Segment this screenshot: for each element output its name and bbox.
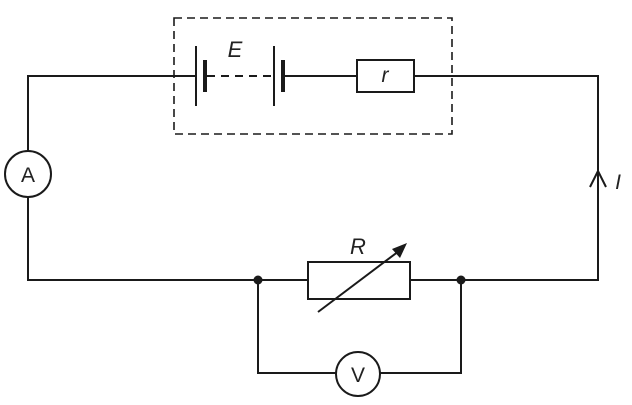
battery-enclosure bbox=[173, 17, 453, 135]
ammeter bbox=[4, 150, 52, 198]
emf-label: E bbox=[228, 37, 243, 62]
internal-resistor bbox=[356, 59, 415, 93]
junction-left bbox=[253, 275, 263, 285]
variable-resistor-arrow-head bbox=[392, 243, 407, 258]
current-label: I bbox=[615, 171, 621, 194]
variable-resistor-label: R bbox=[350, 234, 366, 259]
voltmeter bbox=[335, 351, 381, 397]
wire-left-lower bbox=[27, 196, 309, 281]
ammeter-label: A bbox=[21, 164, 35, 187]
voltmeter-label: V bbox=[351, 364, 365, 387]
junction-right bbox=[456, 275, 466, 285]
wire-top-right bbox=[413, 75, 599, 281]
variable-resistor-arrow-shaft bbox=[317, 250, 400, 313]
internal-resistance-label: r bbox=[382, 64, 390, 87]
wire-voltmeter-branch bbox=[257, 279, 462, 374]
current-arrow-icon bbox=[589, 168, 607, 188]
